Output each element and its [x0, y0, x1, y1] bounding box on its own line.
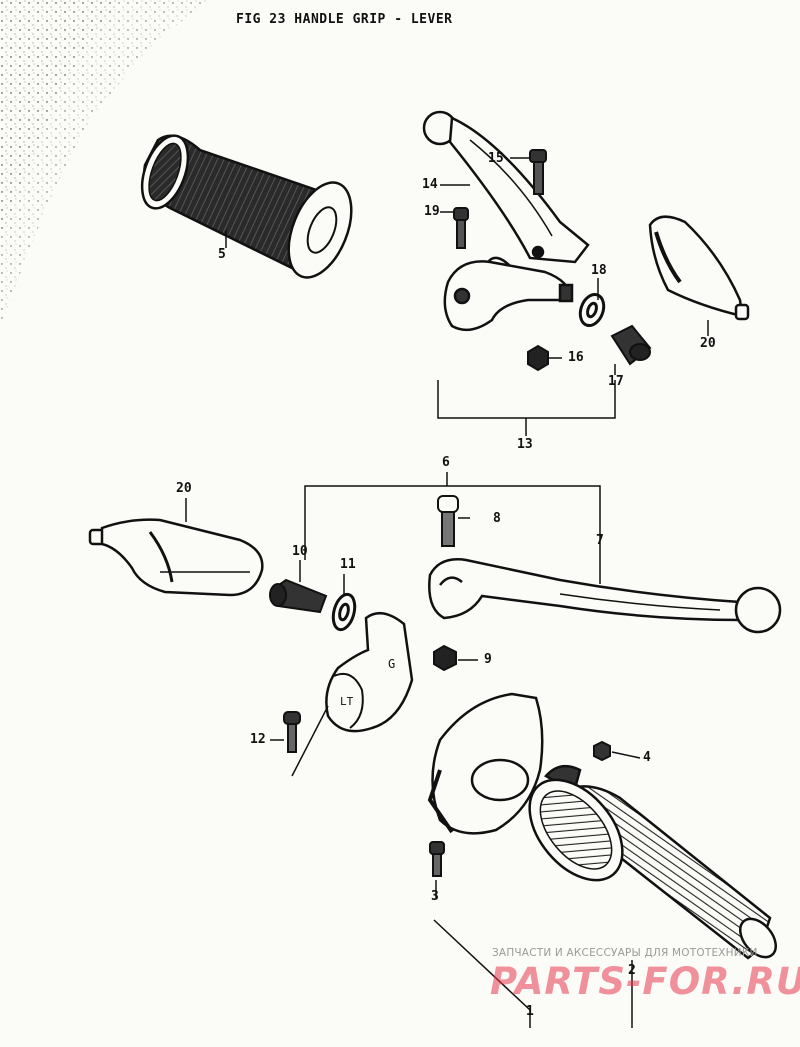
throttle-case-screw	[429, 841, 445, 877]
callout-1: 1	[526, 1004, 534, 1019]
callout-2: 2	[628, 963, 636, 978]
callout-11: 11	[340, 557, 356, 572]
callout-19: 19	[424, 204, 440, 219]
bracket-6	[304, 472, 601, 584]
callout-6: 6	[442, 455, 450, 470]
callout-17: 17	[608, 374, 624, 389]
bracket-13	[437, 380, 616, 436]
svg-text:G: G	[388, 657, 395, 671]
callout-14: 14	[422, 177, 438, 192]
upper-clamp-screw	[453, 207, 469, 249]
callout-10: 10	[292, 544, 308, 559]
callout-7: 7	[596, 533, 604, 548]
lower-nut	[433, 644, 457, 672]
callout-8: 8	[493, 511, 501, 526]
upper-lever	[422, 110, 590, 264]
svg-text:LT: LT	[340, 695, 354, 708]
leader-lines	[185, 157, 709, 898]
callout-20-upper: 20	[700, 336, 716, 351]
callout-5: 5	[218, 247, 226, 262]
figure-title: FIG 23 HANDLE GRIP - LEVER	[236, 12, 453, 27]
callout-13: 13	[517, 437, 533, 452]
lower-holder-bracket	[291, 705, 329, 777]
upper-washer	[578, 293, 606, 327]
throttle-grip	[528, 764, 777, 960]
callout-4: 4	[643, 750, 651, 765]
watermark-caption: ЗАПЧАСТИ И АКСЕССУАРЫ ДЛЯ МОТОТЕХНИКИ	[492, 947, 758, 959]
callout-3: 3	[431, 889, 439, 904]
callout-18: 18	[591, 263, 607, 278]
lower-lever-cover	[88, 518, 264, 597]
lower-washer	[331, 592, 357, 632]
callout-16: 16	[568, 350, 584, 365]
callout-15: 15	[488, 151, 504, 166]
upper-lever-holder	[443, 256, 574, 332]
throttle-cable-nut	[593, 740, 611, 762]
callout-9: 9	[484, 652, 492, 667]
lower-lever	[428, 558, 782, 634]
upper-pivot-bolt	[529, 149, 547, 195]
lower-adjuster-bolt	[269, 578, 328, 614]
bracket-1	[433, 919, 633, 1028]
upper-lever-cover	[648, 215, 750, 321]
watermark-logo: PARTS-FOR.RU	[490, 960, 800, 1003]
lower-pivot-bolt	[437, 495, 459, 547]
upper-adjuster-bolt	[610, 324, 652, 366]
throttle-case	[427, 692, 544, 835]
upper-nut	[527, 344, 549, 372]
lower-lever-holder: G LT	[325, 611, 414, 733]
callout-20-lower: 20	[176, 481, 192, 496]
callout-12: 12	[250, 732, 266, 747]
lower-clamp-screw	[283, 711, 301, 753]
scan-noise	[0, 0, 210, 330]
left-handle-grip	[140, 134, 353, 279]
